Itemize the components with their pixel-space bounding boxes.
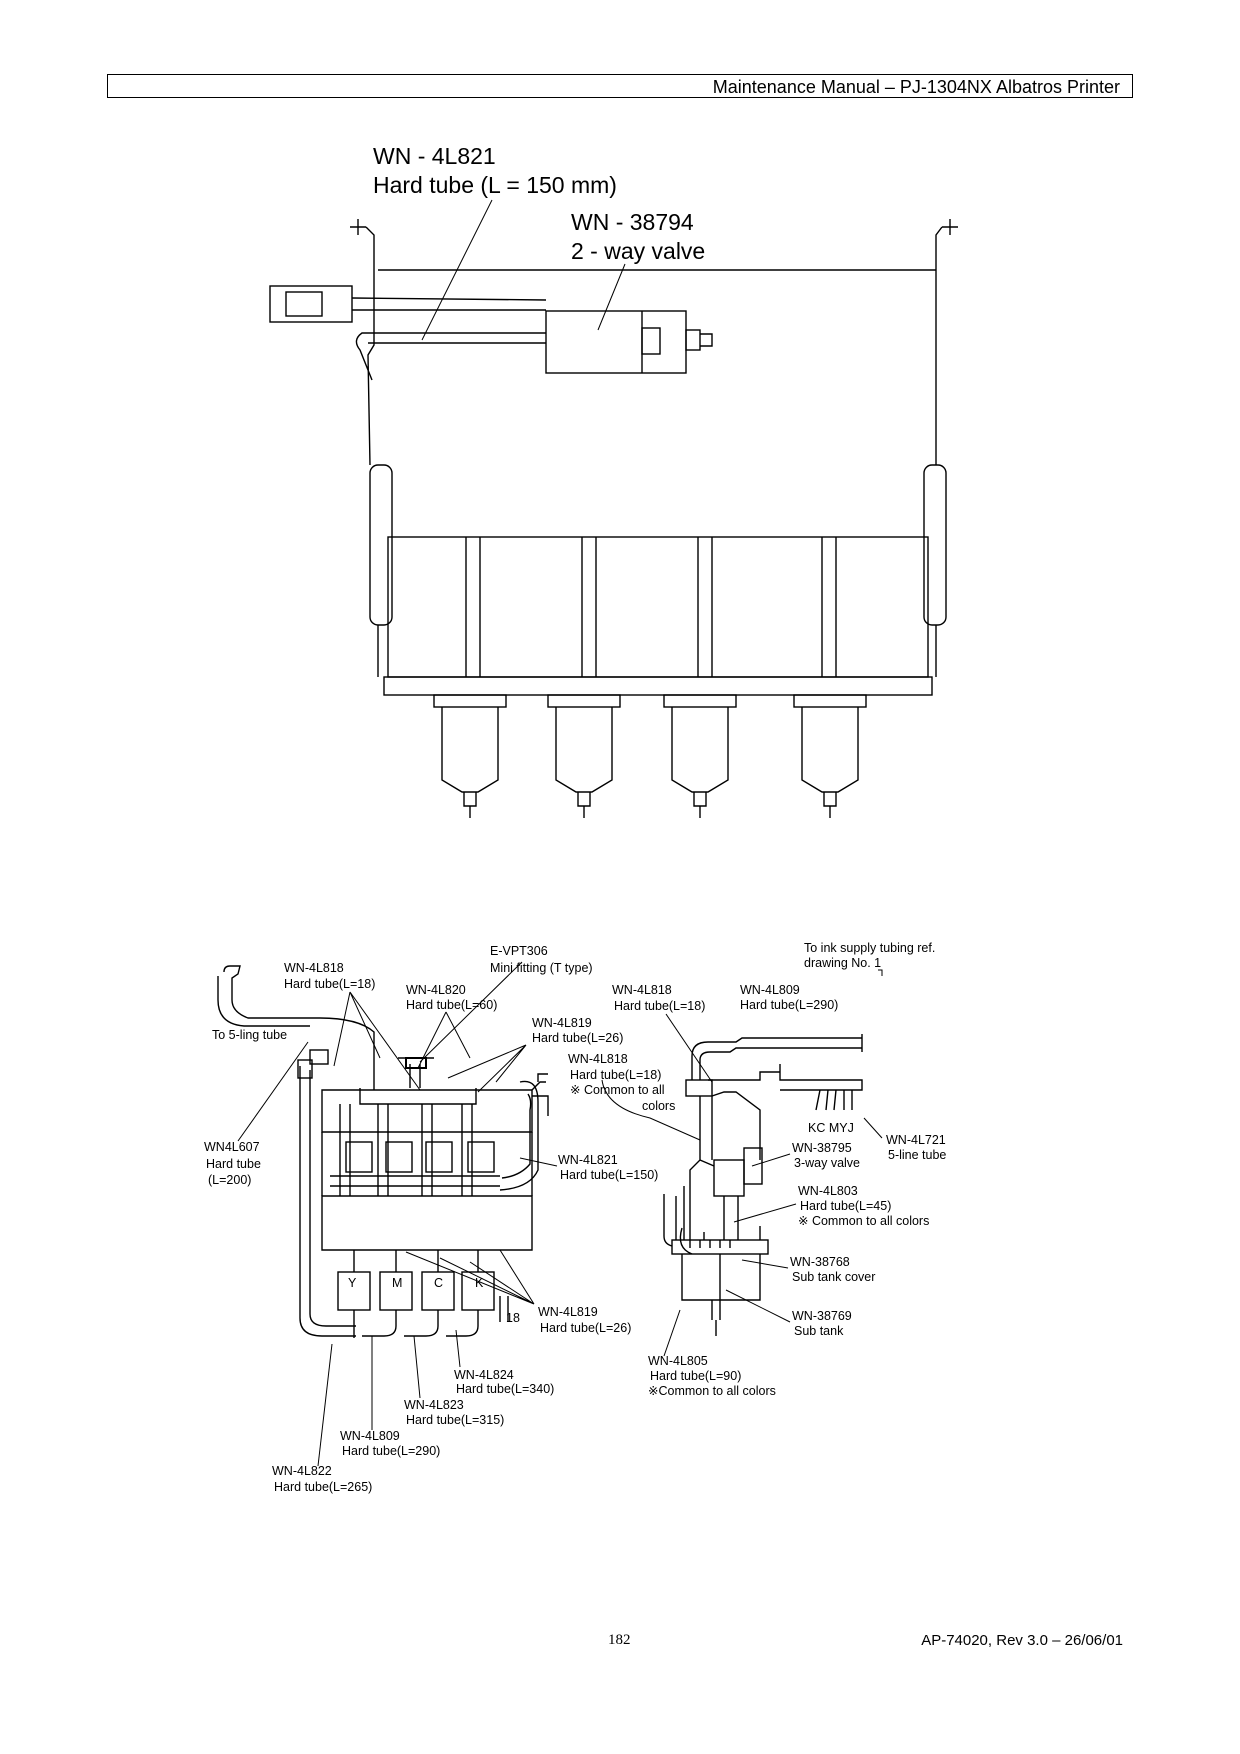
- lbl-4l824-desc: Hard tube(L=340): [456, 1382, 554, 1396]
- lbl-evpt306-desc: Mini fitting (T type): [490, 961, 593, 975]
- lbl-4l818-desc: Hard tube(L=18): [284, 977, 375, 991]
- lbl-evpt306-code: E-VPT306: [490, 944, 548, 958]
- lbl-4l818-code: WN-4L818: [284, 961, 344, 975]
- lbl-4l821-code: WN-4L821: [558, 1153, 618, 1167]
- fig1-connector: [269, 285, 547, 323]
- lbl-dim-18: 18: [506, 1311, 520, 1325]
- lbl-4l809-desc: Hard tube(L=290): [342, 1444, 440, 1458]
- figure-valve-assembly: WN - 4L821 Hard tube (L = 150 mm) WN - 3…: [269, 143, 958, 818]
- lbl-to-5-ling: To 5-ling tube: [212, 1028, 287, 1042]
- lbl-4l607-desc2: (L=200): [208, 1173, 251, 1187]
- fig1-hard-tube: [355, 332, 546, 381]
- lbl-4l821-desc: Hard tube(L=150): [560, 1168, 658, 1182]
- lbl-color-y: Y: [348, 1276, 357, 1290]
- lbl-38795-code: WN-38795: [792, 1141, 852, 1155]
- lbl-4l607-code: WN4L607: [204, 1140, 260, 1154]
- lbl-4l824-code: WN-4L824: [454, 1368, 514, 1382]
- fig1-tube-code: WN - 4L821: [373, 143, 496, 169]
- lbl-38795-desc: 3-way valve: [794, 1156, 860, 1170]
- lbl-common-1: ※ Common to all: [570, 1083, 665, 1097]
- lbl-4l819a-code: WN-4L819: [532, 1016, 592, 1030]
- lbl-4l721-desc: 5-line tube: [888, 1148, 946, 1162]
- right-leaders: [601, 969, 883, 1357]
- lbl-r4l818a-desc: Hard tube(L=18): [614, 999, 705, 1013]
- lbl-color-m: M: [392, 1276, 402, 1290]
- lbl-4l607-desc1: Hard tube: [206, 1157, 261, 1171]
- lbl-r4l818b-desc: Hard tube(L=18): [570, 1068, 661, 1082]
- lbl-r4l809-code: WN-4L809: [740, 983, 800, 997]
- lbl-4l823-code: WN-4L823: [404, 1398, 464, 1412]
- lbl-to-ink-1: To ink supply tubing ref.: [804, 941, 935, 955]
- lbl-38768-desc: Sub tank cover: [792, 1270, 875, 1284]
- lbl-common-2: ※ Common to all colors: [798, 1214, 929, 1228]
- lbl-38768-code: WN-38768: [790, 1255, 850, 1269]
- lbl-r4l818a-code: WN-4L818: [612, 983, 672, 997]
- fig1-tube-desc: Hard tube (L = 150 mm): [373, 172, 617, 198]
- lbl-4l721-code: WN-4L721: [886, 1133, 946, 1147]
- lbl-4l819b-desc: Hard tube(L=26): [540, 1321, 631, 1335]
- lbl-4l822-desc: Hard tube(L=265): [274, 1480, 372, 1494]
- lbl-color-k: K: [475, 1276, 484, 1290]
- lbl-4l819b-code: WN-4L819: [538, 1305, 598, 1319]
- lbl-4l803-desc: Hard tube(L=45): [800, 1199, 891, 1213]
- lbl-r4l818b-code: WN-4L818: [568, 1052, 628, 1066]
- right-assembly: [663, 1034, 863, 1336]
- lbl-4l805-code: WN-4L805: [648, 1354, 708, 1368]
- fig1-two-way-valve: [545, 310, 713, 374]
- lbl-4l803-code: WN-4L803: [798, 1184, 858, 1198]
- figure-tubing-left: E-VPT306 Mini fitting (T type) WN-4L818 …: [204, 944, 658, 1494]
- page-header: Maintenance Manual – PJ-1304NX Albatros …: [107, 74, 1133, 98]
- lbl-38769-code: WN-38769: [792, 1309, 852, 1323]
- fig1-ink-tanks: [433, 694, 867, 818]
- page-number: 182: [608, 1632, 631, 1648]
- lbl-4l819a-desc: Hard tube(L=26): [532, 1031, 623, 1045]
- lbl-4l823-desc: Hard tube(L=315): [406, 1413, 504, 1427]
- lbl-color-c: C: [434, 1276, 443, 1290]
- fig1-valve-desc: 2 - way valve: [571, 238, 705, 264]
- lbl-to-ink-2: drawing No. 1: [804, 956, 881, 970]
- lbl-4l805-desc: Hard tube(L=90): [650, 1369, 741, 1383]
- header-title: Maintenance Manual – PJ-1304NX Albatros …: [712, 77, 1120, 97]
- left-assembly: [217, 965, 549, 1338]
- document-reference: AP-74020, Rev 3.0 – 26/06/01: [921, 1632, 1123, 1649]
- fig1-valve-code: WN - 38794: [571, 209, 694, 235]
- fig1-valve-leader: [597, 263, 626, 331]
- lbl-4l822-code: WN-4L822: [272, 1464, 332, 1478]
- lbl-r4l809-desc: Hard tube(L=290): [740, 998, 838, 1012]
- lbl-4l809-code: WN-4L809: [340, 1429, 400, 1443]
- lbl-4l820-code: WN-4L820: [406, 983, 466, 997]
- fig1-frame: [350, 219, 958, 696]
- figure-tubing-right: To ink supply tubing ref. drawing No. 1 …: [568, 941, 946, 1398]
- lbl-kcmyj: KC MYJ: [808, 1121, 854, 1135]
- lbl-common-1b: colors: [642, 1099, 675, 1113]
- lbl-common-3: ※Common to all colors: [648, 1384, 776, 1398]
- lbl-38769-desc: Sub tank: [794, 1324, 844, 1338]
